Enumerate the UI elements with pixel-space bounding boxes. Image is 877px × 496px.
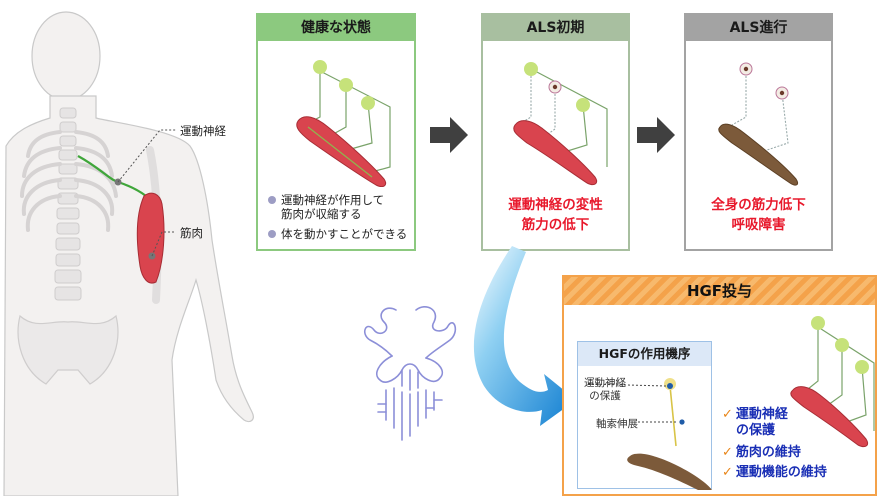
curved-arrow-icon <box>473 246 576 426</box>
hgf-mechanism-title: HGFの作用機序 <box>578 342 711 366</box>
hgf-protein-icon <box>363 306 457 441</box>
pelvis <box>17 314 119 385</box>
right-arrow-icon <box>637 117 675 153</box>
healthy-bullet-2: 体を動かすことができる <box>268 227 416 241</box>
healthy-bullet-1: 運動神経が作用して 筋肉が収縮する <box>268 193 416 221</box>
bullet-dot-icon <box>268 196 276 204</box>
body-muscle <box>136 192 165 284</box>
als-progress-illustration <box>718 62 799 186</box>
hgf-restored-illustration <box>790 316 875 448</box>
spine <box>54 107 82 301</box>
restored-muscle <box>790 386 869 448</box>
check-icon: ✓ <box>722 407 733 422</box>
stage-healthy-title: 健康な状態 <box>258 15 414 41</box>
bullet-dot-icon <box>268 230 276 238</box>
als-early-illustration <box>513 62 608 186</box>
human-body-figure <box>3 11 254 496</box>
stage-healthy-panel: 健康な状態 運動神経が作用して 筋肉が収縮する 体を動かすことができる <box>256 13 416 251</box>
stage-als-early-panel: ALS初期 運動神経の変性 筋力の低下 <box>481 13 630 251</box>
hgf-administration-panel: HGF投与 HGFの作用機序 運動神経 の保護 軸索伸展 <box>562 275 877 496</box>
hgf-mechanism-box: HGFの作用機序 運動神経 の保護 軸索伸展 <box>577 341 712 490</box>
benefit-3: ✓運動機能の維持 <box>722 465 827 480</box>
early-muscle <box>513 120 598 186</box>
atrophied-muscle <box>718 123 799 186</box>
right-arrow-icon <box>430 117 468 153</box>
hgf-title: HGF投与 <box>564 277 875 305</box>
motor-nerve-label: 運動神経 <box>180 124 226 138</box>
hgf-mechanism-illustration <box>587 378 712 490</box>
stage-als-early-title: ALS初期 <box>483 15 628 41</box>
als-early-effects: 運動神経の変性 筋力の低下 <box>508 197 603 233</box>
mechanism-protect-label: 運動神経 の保護 <box>584 377 626 402</box>
mechanism-axon-label: 軸索伸展 <box>596 418 638 430</box>
torso <box>3 95 254 496</box>
stage-als-progress-title: ALS進行 <box>686 15 831 41</box>
check-icon: ✓ <box>722 465 733 480</box>
muscle-marker <box>148 252 156 260</box>
benefit-2: ✓筋肉の維持 <box>722 445 801 460</box>
muscle-label: 筋肉 <box>180 226 203 240</box>
stage-als-progress-panel: ALS進行 全身の筋力低下 呼吸障害 <box>684 13 833 251</box>
healthy-nerve-muscle-illustration <box>296 60 391 187</box>
head <box>31 11 101 101</box>
check-icon: ✓ <box>722 445 733 460</box>
healthy-muscle <box>296 116 387 187</box>
benefit-1: ✓運動神経 の保護 <box>722 407 788 438</box>
als-progress-effects: 全身の筋力低下 呼吸障害 <box>711 197 806 233</box>
